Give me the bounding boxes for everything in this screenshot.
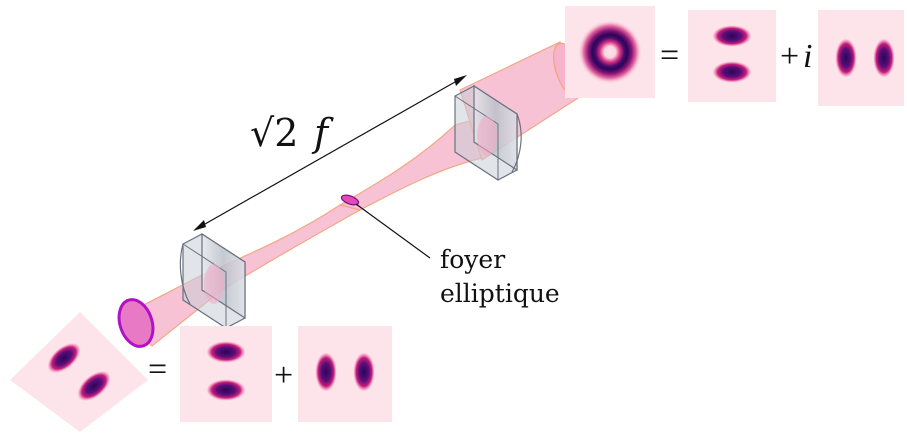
laguerre-gaussian-donut-mode [565, 6, 655, 98]
hermite-gaussian-vertical-mode-top [688, 10, 776, 102]
distance-symbol: f [311, 111, 334, 155]
distance-arrow [193, 75, 467, 231]
top-equation: = + i [565, 6, 904, 106]
bottom-equals-sign: = [148, 351, 167, 388]
hermite-gaussian-horizontal-mode-top [818, 10, 904, 106]
cylindrical-lens-2 [454, 84, 522, 181]
top-equals-sign: = [660, 37, 679, 74]
focus-label-line2: elliptique [440, 279, 560, 308]
bottom-equation: = + [10, 312, 392, 432]
input-beam-face [117, 298, 155, 348]
hermite-gaussian-vertical-mode-bottom [180, 326, 272, 422]
hermite-gaussian-horizontal-mode-bottom [298, 326, 392, 422]
elliptical-focus-spot [340, 194, 360, 206]
bottom-plus-sign: + [274, 357, 293, 394]
focus-leader-line [355, 203, 431, 259]
imaginary-unit: i [803, 38, 812, 75]
top-plus-sign: + [780, 38, 799, 75]
distance-label: √2 [250, 111, 298, 155]
hermite-gaussian-diagonal-mode [10, 312, 148, 432]
cylindrical-lens-1 [179, 232, 246, 329]
focus-label-line1: foyer [440, 245, 505, 274]
